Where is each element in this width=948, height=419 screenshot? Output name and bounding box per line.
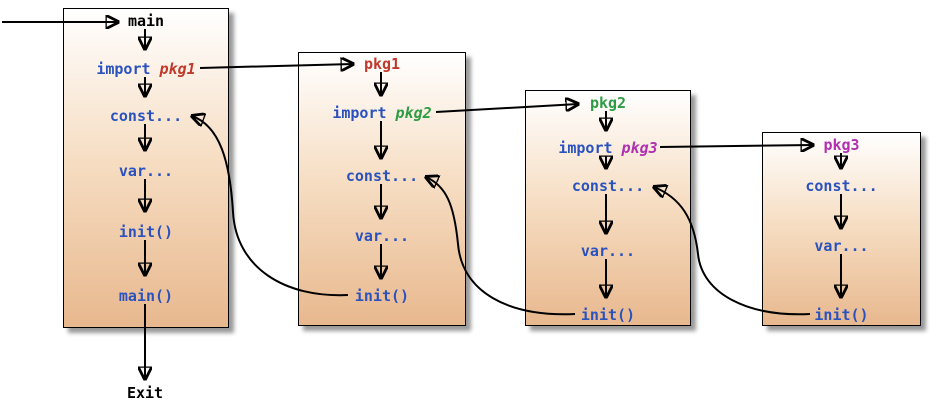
exit-label: Exit bbox=[126, 384, 164, 402]
pkg2-box-title: pkg2 bbox=[589, 94, 627, 112]
imported-pkg3-name: pkg3 bbox=[621, 139, 658, 157]
import-keyword: import bbox=[332, 104, 387, 122]
main-const-step: const... bbox=[109, 107, 183, 125]
pkg2-import-statement: import pkg3 bbox=[526, 139, 690, 157]
pkg1-box-title: pkg1 bbox=[363, 55, 401, 73]
pkg2-const-step: const... bbox=[571, 177, 645, 195]
main-box-title: main bbox=[127, 12, 165, 30]
import-keyword: import bbox=[96, 60, 151, 78]
import-keyword: import bbox=[558, 139, 613, 157]
pkg2-var-step: var... bbox=[580, 242, 636, 260]
main-box: main import pkg1 const... var... init() m… bbox=[63, 8, 229, 328]
pkg1-import-statement: import pkg2 bbox=[299, 104, 465, 122]
main-func-step: main() bbox=[118, 287, 174, 305]
pkg1-init-step: init() bbox=[354, 287, 410, 305]
main-init-step: init() bbox=[118, 223, 174, 241]
imported-pkg2-name: pkg2 bbox=[395, 104, 432, 122]
pkg2-box: pkg2 import pkg3 const... var... init() bbox=[525, 90, 691, 326]
pkg3-box-title: pkg3 bbox=[823, 136, 860, 154]
main-var-step: var... bbox=[118, 162, 174, 180]
imported-pkg1-name: pkg1 bbox=[159, 60, 196, 78]
pkg3-box: pkg3 const... var... init() bbox=[762, 132, 921, 326]
pkg1-var-step: var... bbox=[354, 227, 410, 245]
pkg1-box: pkg1 import pkg2 const... var... init() bbox=[298, 52, 466, 326]
pkg3-var-step: var... bbox=[814, 237, 869, 255]
main-import-statement: import pkg1 bbox=[64, 60, 228, 78]
pkg3-const-step: const... bbox=[805, 177, 878, 195]
pkg2-init-step: init() bbox=[580, 306, 636, 324]
pkg3-init-step: init() bbox=[814, 306, 869, 324]
pkg1-const-step: const... bbox=[345, 167, 419, 185]
